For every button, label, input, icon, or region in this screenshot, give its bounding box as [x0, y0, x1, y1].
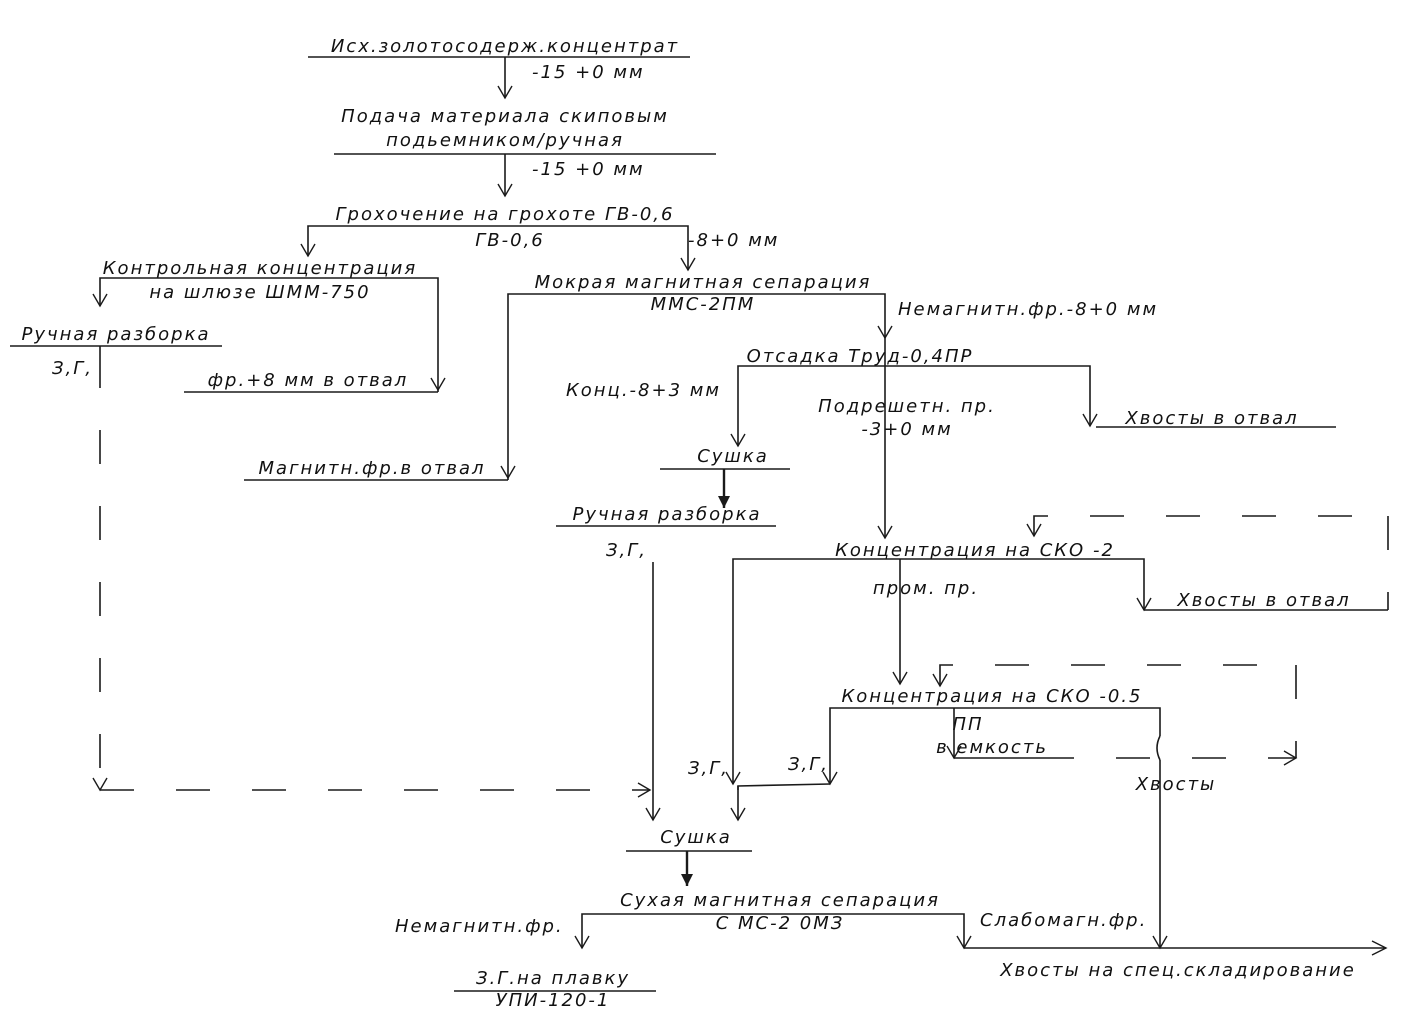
- flow-subscreen-label-line2: -3+0 мм: [861, 419, 952, 440]
- flow-weakmagnetic-label: Слабомагн.фр.: [980, 910, 1147, 931]
- flow-undersize-label: -8+0 мм: [688, 230, 779, 251]
- arrow-down-sko05: [892, 671, 908, 686]
- node-drying-1: Сушка: [697, 446, 769, 467]
- node-jig-tailings: Хвосты в отвал: [1124, 408, 1298, 429]
- node-hand-sorting-2: Ручная разборка: [573, 504, 762, 525]
- flow-dms-split: [581, 913, 965, 948]
- node-source-concentrate: Исх.золотосодерж.концентрат: [331, 36, 679, 57]
- arrow-down-magnetic-dump: [500, 465, 516, 480]
- flow-screen-split: [307, 225, 689, 270]
- node-jigging: Отсадка Труд-0,4ПР: [747, 346, 974, 367]
- arrow-down-jig-tails: [1082, 413, 1098, 428]
- node-smelting-line1: З.Г.на плавку: [476, 968, 630, 989]
- arrow-down-wms: [680, 257, 696, 272]
- flow-sko05-split: [829, 707, 1161, 784]
- flow-concentrate-label: Конц.-8+3 мм: [566, 380, 721, 401]
- arrow-down-drying1: [730, 433, 746, 448]
- arrow-down-gold-3: [725, 771, 741, 786]
- flow-subscreen-label-line1: Подрешетн. пр.: [818, 396, 996, 417]
- recycle-lines: [99, 354, 1389, 791]
- node-hand-sorting-1: Ручная разборка: [22, 324, 211, 345]
- node-oversize-dump: фр.+8 мм в отвал: [208, 370, 409, 391]
- arrow-down-jig: [877, 325, 893, 340]
- flow-gold-merge: [737, 783, 831, 790]
- arrow-down-hand1: [92, 293, 108, 308]
- node-sko05-concentration: Концентрация на СКО -0.5: [842, 686, 1143, 707]
- underlines: [10, 56, 1388, 992]
- node-tank-label: в емкость: [936, 737, 1048, 758]
- node-screening-sub: ГВ-0,6: [475, 230, 545, 251]
- node-screening: Грохочение на грохоте ГВ-0,6: [336, 204, 675, 225]
- flow-middling-label: пром. пр.: [873, 578, 979, 599]
- arrow-down-sko2-tails: [1136, 597, 1152, 612]
- arrow-down-sko05-tails: [1152, 935, 1168, 950]
- arrow-down-dashed-corner: [92, 777, 108, 792]
- arrow-right-storage: [1371, 940, 1388, 956]
- arrow-down-control: [300, 243, 316, 258]
- flow-lines: [99, 57, 1386, 949]
- arrow-down-hand2-to-drying2: [645, 807, 661, 822]
- flow-wms-split: [507, 293, 886, 480]
- node-magnetic-fraction-dump: Магнитн.фр.в отвал: [259, 458, 486, 479]
- arrowheads: [92, 85, 1388, 956]
- arrow-down-weakmag: [956, 935, 972, 950]
- arrow-down-sko2: [877, 525, 893, 540]
- arrow-right-dashed-to-drying2: [637, 782, 652, 798]
- node-feed-line1: Подача материала скиповым: [341, 106, 669, 127]
- node-sko2-concentration: Концентрация на СКО -2: [835, 540, 1115, 561]
- arrow-down-gold-to-drying2: [730, 807, 746, 822]
- node-sko2-tailings: Хвосты в отвал: [1176, 590, 1350, 611]
- arrow-down-screen: [497, 183, 513, 198]
- flow-gold-label-1: З,Г,: [52, 358, 93, 379]
- arrow-down-gold-4: [822, 771, 838, 786]
- flow-jig-split: [737, 365, 1091, 446]
- flow-nonmagnetic-final-label: Немагнитн.фр.: [395, 916, 564, 937]
- node-wet-magnetic-separation-sub: ММС-2ПМ: [651, 294, 756, 315]
- flow-sko2-split: [732, 558, 1145, 784]
- flow-gold-label-4: З,Г,: [788, 754, 829, 775]
- node-tailings-storage: Хвосты на спец.складирование: [999, 960, 1356, 981]
- arrow-down-tank: [946, 745, 962, 760]
- arrow-down-feed: [497, 85, 513, 100]
- flow-size-label-2: -15 +0 мм: [532, 159, 645, 180]
- dashed-sko05-recycle-top: [939, 664, 1296, 686]
- node-control-concentration-line1: Контрольная концентрация: [103, 258, 417, 279]
- node-feed-line2: подьемником/ручная: [386, 130, 624, 151]
- flow-nonmagnetic-label: Немагнитн.фр.-8+0 мм: [898, 299, 1158, 320]
- arrow-right-sko05-recycle: [1283, 750, 1298, 766]
- node-control-concentration-line2: на шлюзе ШММ-750: [149, 282, 370, 303]
- flow-line-crossing-hop: [1156, 735, 1161, 761]
- arrow-down-oversize: [430, 377, 446, 392]
- node-smelting-line2: УПИ-120-1: [496, 990, 611, 1011]
- flow-control-split: [99, 277, 439, 392]
- flow-gold-label-2: З,Г,: [606, 540, 647, 561]
- node-pp-label: ПП: [952, 714, 983, 735]
- flow-size-label-1: -15 +0 мм: [532, 62, 645, 83]
- node-sko05-tailings: Хвосты: [1135, 774, 1217, 795]
- flow-gold-label-3: З,Г,: [688, 758, 729, 779]
- arrow-down-hand2: [718, 496, 730, 508]
- arrow-down-sko2-recycle: [1026, 523, 1042, 538]
- node-wet-magnetic-separation: Мокрая магнитная сепарация: [535, 272, 872, 293]
- dashed-sko2-recycle-top: [1033, 515, 1388, 536]
- node-drying-2: Сушка: [660, 827, 732, 848]
- node-dry-magnetic-separation-sub: С МС-2 0МЗ: [716, 913, 845, 934]
- arrow-down-nonmag-final: [574, 935, 590, 950]
- arrow-down-dms: [681, 874, 693, 886]
- arrow-down-sko05-recycle: [932, 673, 948, 688]
- node-dry-magnetic-separation: Сухая магнитная сепарация: [620, 890, 940, 911]
